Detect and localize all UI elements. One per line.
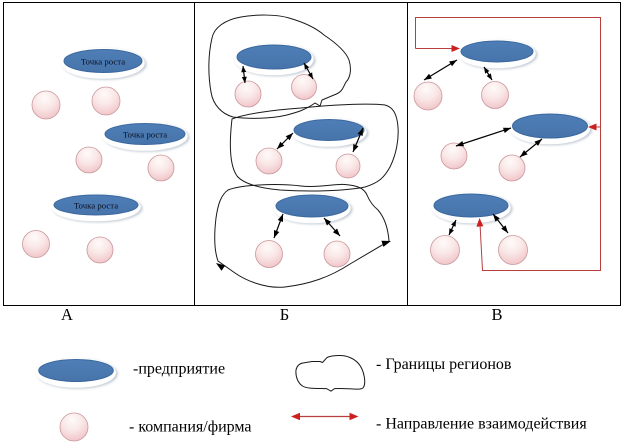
svg-text:А: А bbox=[61, 305, 73, 324]
svg-text:Точка роста: Точка роста bbox=[81, 57, 125, 67]
svg-text:Б: Б bbox=[280, 305, 289, 324]
svg-text:-предприятие: -предприятие bbox=[133, 361, 225, 378]
svg-text:- компания/фирма: - компания/фирма bbox=[129, 419, 252, 436]
svg-text:- Направление взаимодействия: - Направление взаимодействия bbox=[376, 416, 587, 433]
svg-text:Точка роста: Точка роста bbox=[123, 130, 167, 140]
svg-text:- Границы регионов: - Границы регионов bbox=[376, 356, 512, 373]
svg-text:Точка роста: Точка роста bbox=[74, 201, 118, 211]
svg-text:В: В bbox=[491, 305, 502, 324]
